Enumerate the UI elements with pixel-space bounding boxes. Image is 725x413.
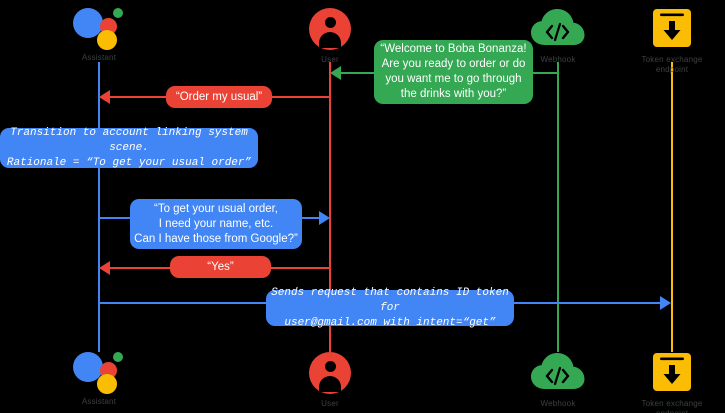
message-bubble-yes: “Yes” xyxy=(170,256,271,278)
message-bubble-token-request: Sends request that contains ID token for… xyxy=(266,287,514,329)
actor-label-user-bottom: User xyxy=(321,399,339,408)
download-box-icon xyxy=(612,6,725,52)
actor-label-user: User xyxy=(321,55,339,64)
message-note-transition: Transition to account linking system sce… xyxy=(0,127,258,169)
download-box-icon-bottom xyxy=(612,350,725,396)
cloud-code-icon xyxy=(498,6,618,52)
actor-assistant-bottom: Assistant xyxy=(39,348,159,407)
arrow-head-token-request xyxy=(660,296,671,310)
google-assistant-icon xyxy=(39,4,159,50)
user-avatar-icon xyxy=(270,6,390,52)
lifeline-endpoint xyxy=(671,62,673,352)
user-avatar-icon-bottom xyxy=(270,350,390,396)
actor-label-assistant-bottom: Assistant xyxy=(81,397,117,406)
lifeline-assistant xyxy=(98,62,100,352)
actor-assistant-top: Assistant xyxy=(39,4,159,63)
actor-label-endpoint: Token exchange endpoint xyxy=(641,55,703,74)
message-bubble-order-my-usual: “Order my usual” xyxy=(166,86,272,108)
actor-label-webhook: Webhook xyxy=(540,55,576,64)
arrow-head-order-my-usual xyxy=(99,90,110,104)
lifeline-user xyxy=(329,62,331,352)
arrow-head-yes xyxy=(99,261,110,275)
actor-label-assistant: Assistant xyxy=(81,53,117,62)
actor-endpoint-bottom: Token exchange endpoint xyxy=(612,350,725,413)
message-bubble-request-identity: “To get your usual order, I need your na… xyxy=(130,199,302,249)
actor-user-top: User xyxy=(270,6,390,65)
actor-webhook-top: Webhook xyxy=(498,6,618,65)
google-assistant-icon-bottom xyxy=(39,348,159,394)
arrow-head-welcome xyxy=(330,66,341,80)
message-bubble-welcome: “Welcome to Boba Bonanza! Are you ready … xyxy=(374,40,533,104)
actor-webhook-bottom: Webhook xyxy=(498,350,618,409)
arrow-head-request-identity xyxy=(319,211,330,225)
actor-endpoint-top: Token exchange endpoint xyxy=(612,6,725,75)
actor-label-endpoint-bottom: Token exchange endpoint xyxy=(641,399,703,413)
actor-label-webhook-bottom: Webhook xyxy=(540,399,576,408)
actor-user-bottom: User xyxy=(270,350,390,409)
lifeline-webhook xyxy=(557,62,559,352)
cloud-code-icon-bottom xyxy=(498,350,618,396)
